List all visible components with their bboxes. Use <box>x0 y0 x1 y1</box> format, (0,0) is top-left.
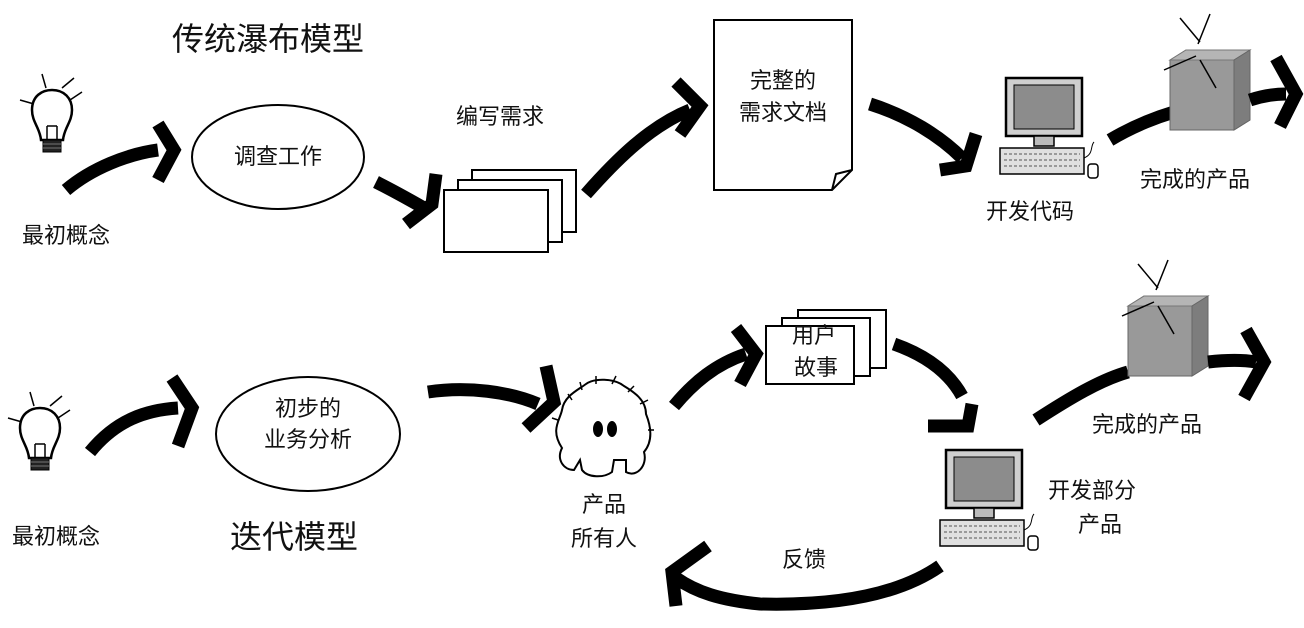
product-owner-monster-icon <box>551 375 654 478</box>
dev-partial-line1: 开发部分 <box>1048 479 1136 504</box>
document-icon <box>713 19 853 191</box>
waterfall-idea-label: 最初概念 <box>22 224 110 249</box>
arrowhead <box>665 540 712 607</box>
survey-ellipse <box>191 104 365 210</box>
arrowhead <box>1238 326 1272 402</box>
arrowhead <box>166 374 200 449</box>
feedback-label: 反馈 <box>782 548 826 573</box>
lightbulb-icon <box>6 390 72 472</box>
arrowhead <box>152 120 182 184</box>
product-box-icon <box>1121 259 1209 377</box>
iterative-product-label: 完成的产品 <box>1092 413 1202 438</box>
owner-line2: 所有人 <box>571 527 637 552</box>
survey-label: 调查工作 <box>234 145 322 170</box>
lightbulb-icon <box>18 72 84 154</box>
analysis-ellipse <box>215 376 401 492</box>
arrow-requirements-to-document <box>581 103 693 199</box>
story-cards-icon <box>765 309 887 385</box>
analysis-line1: 初步的 <box>275 397 341 422</box>
arrowhead <box>671 77 709 138</box>
product-box-icon <box>1163 13 1251 131</box>
story-line1: 用户 <box>792 324 836 349</box>
dev-partial-line2: 产品 <box>1078 513 1122 538</box>
arrow-dev-to-product <box>1032 365 1130 426</box>
owner-line1: 产品 <box>582 493 626 518</box>
full-document-line2: 需求文档 <box>739 101 827 126</box>
arrow-document-to-code <box>868 97 967 163</box>
arrow-idea-to-analysis <box>84 401 179 457</box>
arrow-product-out <box>1247 87 1287 107</box>
arrow-feedback <box>672 560 944 611</box>
document-stack-icon <box>443 169 577 253</box>
arrowhead <box>730 324 764 388</box>
arrowhead <box>1270 54 1304 129</box>
waterfall-product-label: 完成的产品 <box>1140 168 1250 193</box>
arrow-code-to-product <box>1106 105 1176 146</box>
arrow-owner-to-stories <box>669 347 749 411</box>
computer-icon <box>998 76 1100 180</box>
arrow-product-out <box>1207 354 1258 369</box>
write-requirements-label: 编写需求 <box>456 105 544 130</box>
iterative-title: 迭代模型 <box>230 518 358 556</box>
story-line2: 故事 <box>794 356 838 381</box>
waterfall-title: 传统瀑布模型 <box>172 20 364 58</box>
arrow-stories-to-dev <box>891 337 968 400</box>
dev-code-label: 开发代码 <box>986 200 1074 225</box>
arrowhead <box>928 402 979 433</box>
arrowhead <box>939 132 983 177</box>
arrowhead <box>521 364 562 433</box>
arrow-survey-to-requirements <box>373 176 428 214</box>
arrow-analysis-to-owner <box>427 383 541 411</box>
iterative-idea-label: 最初概念 <box>12 525 100 550</box>
full-document-line1: 完整的 <box>750 69 816 94</box>
analysis-line2: 业务分析 <box>264 428 352 453</box>
arrowhead <box>402 173 443 230</box>
arrow-idea-to-survey <box>61 143 159 196</box>
computer-icon <box>938 448 1040 552</box>
